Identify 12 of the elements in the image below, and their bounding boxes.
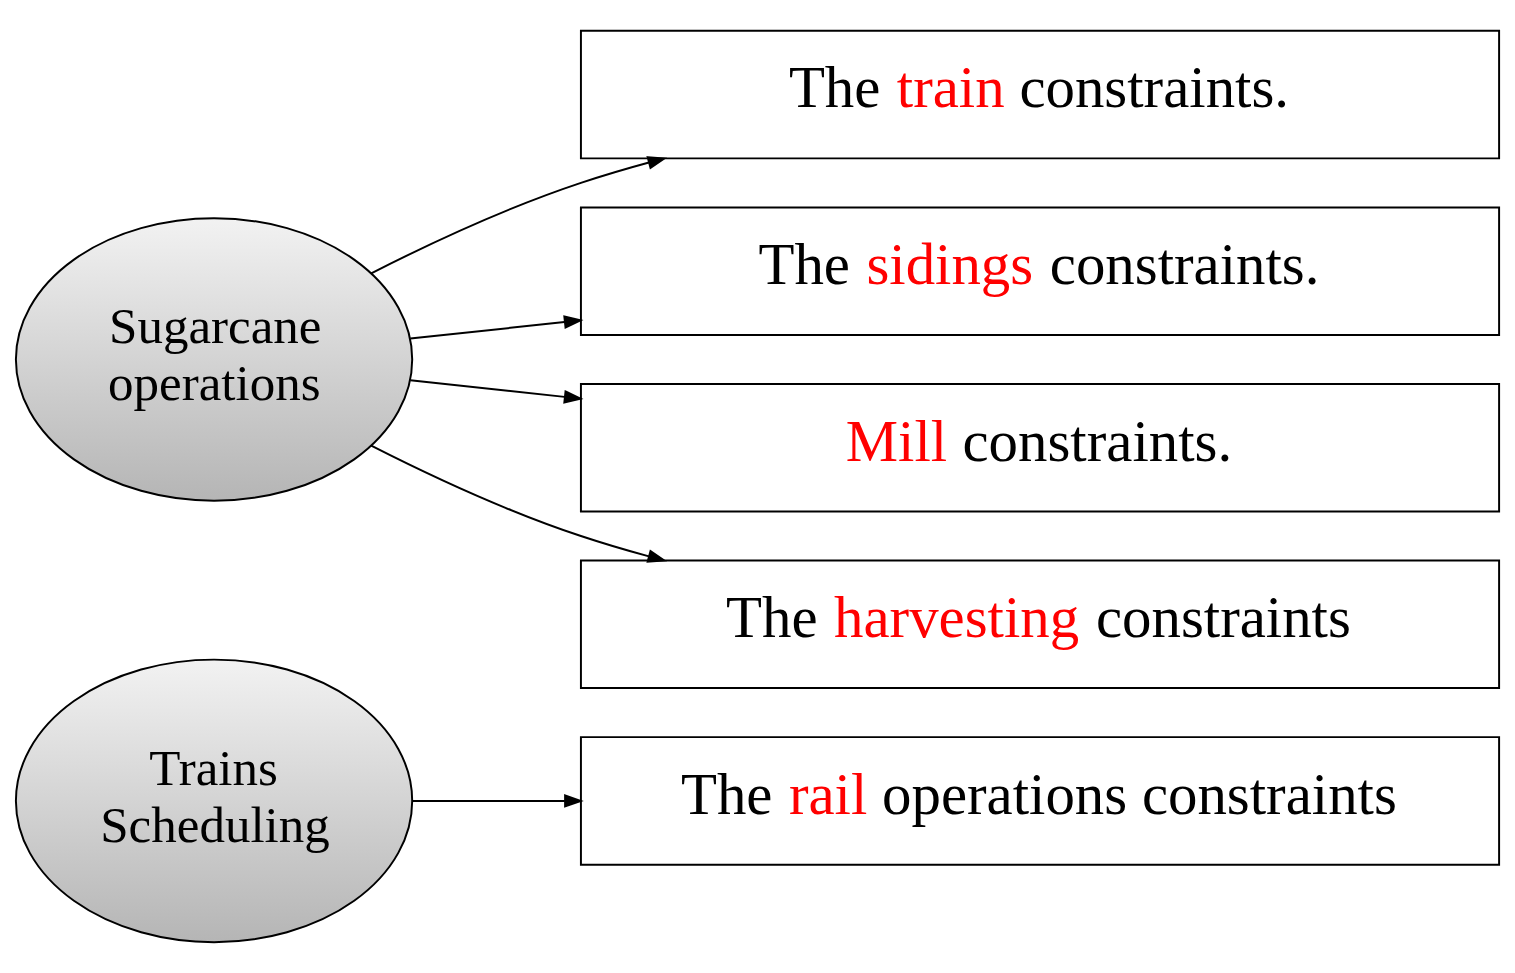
node-ellipse: Sugarcane operations (14, 217, 414, 502)
arrow (370, 444, 668, 563)
node-ellipse: Trains Scheduling (14, 658, 414, 944)
arrow (370, 156, 668, 275)
node-box: The sidings constraints. (579, 206, 1501, 336)
arrow (409, 379, 584, 404)
arrow (409, 315, 584, 340)
node-box: Mill constraints. (579, 383, 1501, 513)
node-box: The train constraints. (579, 29, 1501, 160)
node-box: The harvesting constraints (579, 559, 1501, 690)
node-box: The rail operations constraints (579, 736, 1501, 866)
arrow (411, 794, 584, 808)
